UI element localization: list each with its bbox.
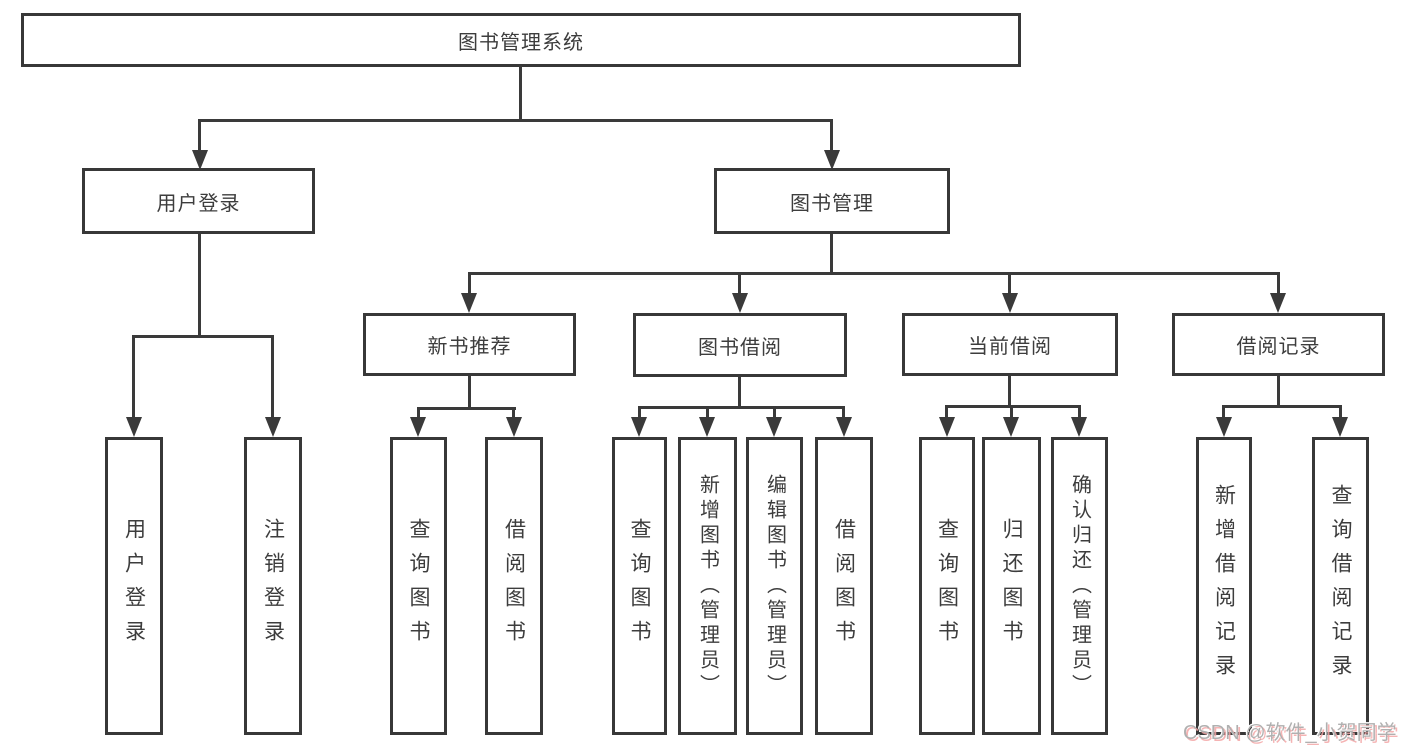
leaf-add-book-admin: 新增图书（管理员） xyxy=(678,437,737,735)
connector-line xyxy=(198,119,833,122)
leaf-label: 确认归还（管理员） xyxy=(1068,473,1091,699)
connector-line xyxy=(132,335,274,338)
node-book-borrow: 图书借阅 xyxy=(633,313,847,377)
leaf-label: 借阅图书 xyxy=(832,518,856,654)
leaf-label: 借阅图书 xyxy=(502,518,526,654)
connector-line xyxy=(773,406,776,419)
node-book-management: 图书管理 xyxy=(714,168,950,234)
arrow-down-icon xyxy=(192,150,208,170)
arrow-down-icon xyxy=(1270,293,1286,313)
leaf-label: 新增借阅记录 xyxy=(1212,484,1236,688)
leaf-user-login: 用户登录 xyxy=(105,437,163,735)
connector-line xyxy=(417,407,516,410)
leaf-label: 编辑图书（管理员） xyxy=(763,473,786,699)
connector-line xyxy=(945,405,948,419)
leaf-query-books-current: 查询图书 xyxy=(919,437,975,735)
connector-line xyxy=(830,119,833,153)
node-current-borrow: 当前借阅 xyxy=(902,313,1118,376)
connector-line xyxy=(638,406,641,419)
leaf-return-books: 归还图书 xyxy=(982,437,1041,735)
connector-line xyxy=(738,376,741,409)
leaf-label: 归还图书 xyxy=(1000,518,1023,654)
connector-line xyxy=(1010,405,1013,419)
connector-line xyxy=(198,234,201,338)
leaf-borrow-books-recommend: 借阅图书 xyxy=(485,437,543,735)
connector-line xyxy=(198,119,201,153)
arrow-down-icon xyxy=(1003,417,1019,437)
connector-line xyxy=(842,406,845,419)
connector-line xyxy=(1277,272,1280,296)
leaf-label: 新增图书（管理员） xyxy=(696,473,719,699)
leaf-query-borrow-record: 查询借阅记录 xyxy=(1312,437,1369,735)
connector-line xyxy=(738,272,741,296)
connector-line xyxy=(830,234,833,275)
connector-line xyxy=(468,376,471,410)
connector-line xyxy=(271,335,274,419)
leaf-label: 注销登录 xyxy=(261,518,285,654)
connector-line xyxy=(1277,376,1280,408)
arrow-down-icon xyxy=(265,417,281,437)
leaf-label: 查询图书 xyxy=(935,518,959,654)
connector-line xyxy=(1078,405,1081,419)
connector-line xyxy=(638,406,845,409)
connector-line xyxy=(1008,376,1011,408)
arrow-down-icon xyxy=(939,417,955,437)
leaf-query-books-recommend: 查询图书 xyxy=(390,437,447,735)
leaf-label: 查询图书 xyxy=(628,518,651,654)
leaf-label: 用户登录 xyxy=(122,518,146,654)
arrow-down-icon xyxy=(836,417,852,437)
connector-line xyxy=(468,272,1280,275)
connector-line xyxy=(519,65,522,122)
arrow-down-icon xyxy=(766,417,782,437)
arrow-down-icon xyxy=(1071,417,1087,437)
connector-line xyxy=(512,407,515,419)
arrow-down-icon xyxy=(461,293,477,313)
arrow-down-icon xyxy=(1002,293,1018,313)
leaf-edit-book-admin: 编辑图书（管理员） xyxy=(746,437,803,735)
connector-line xyxy=(417,407,420,419)
csdn-watermark: CSDN @软件_小贺同学 xyxy=(1183,722,1397,744)
node-new-book-recommend: 新书推荐 xyxy=(363,313,576,376)
leaf-query-books-borrow: 查询图书 xyxy=(612,437,667,735)
node-root: 图书管理系统 xyxy=(21,13,1021,67)
node-borrow-records: 借阅记录 xyxy=(1172,313,1385,376)
leaf-label: 查询图书 xyxy=(407,518,430,654)
arrow-down-icon xyxy=(410,417,426,437)
connector-line xyxy=(1222,405,1225,419)
connector-line xyxy=(706,406,709,419)
arrow-down-icon xyxy=(1216,417,1232,437)
arrow-down-icon xyxy=(631,417,647,437)
arrow-down-icon xyxy=(699,417,715,437)
connector-line xyxy=(1008,272,1011,296)
arrow-down-icon xyxy=(1332,417,1348,437)
connector-line xyxy=(132,335,135,419)
connector-line xyxy=(1339,405,1342,419)
arrow-down-icon xyxy=(824,150,840,170)
connector-line xyxy=(945,405,1081,408)
leaf-confirm-return-admin: 确认归还（管理员） xyxy=(1051,437,1108,735)
arrow-down-icon xyxy=(126,417,142,437)
node-user-login: 用户登录 xyxy=(82,168,315,234)
arrow-down-icon xyxy=(732,293,748,313)
leaf-add-borrow-record: 新增借阅记录 xyxy=(1196,437,1252,735)
leaf-logout: 注销登录 xyxy=(244,437,302,735)
arrow-down-icon xyxy=(506,417,522,437)
connector-line xyxy=(1222,405,1342,408)
connector-line xyxy=(468,272,471,296)
leaf-borrow-books: 借阅图书 xyxy=(815,437,873,735)
leaf-label: 查询借阅记录 xyxy=(1329,484,1352,688)
